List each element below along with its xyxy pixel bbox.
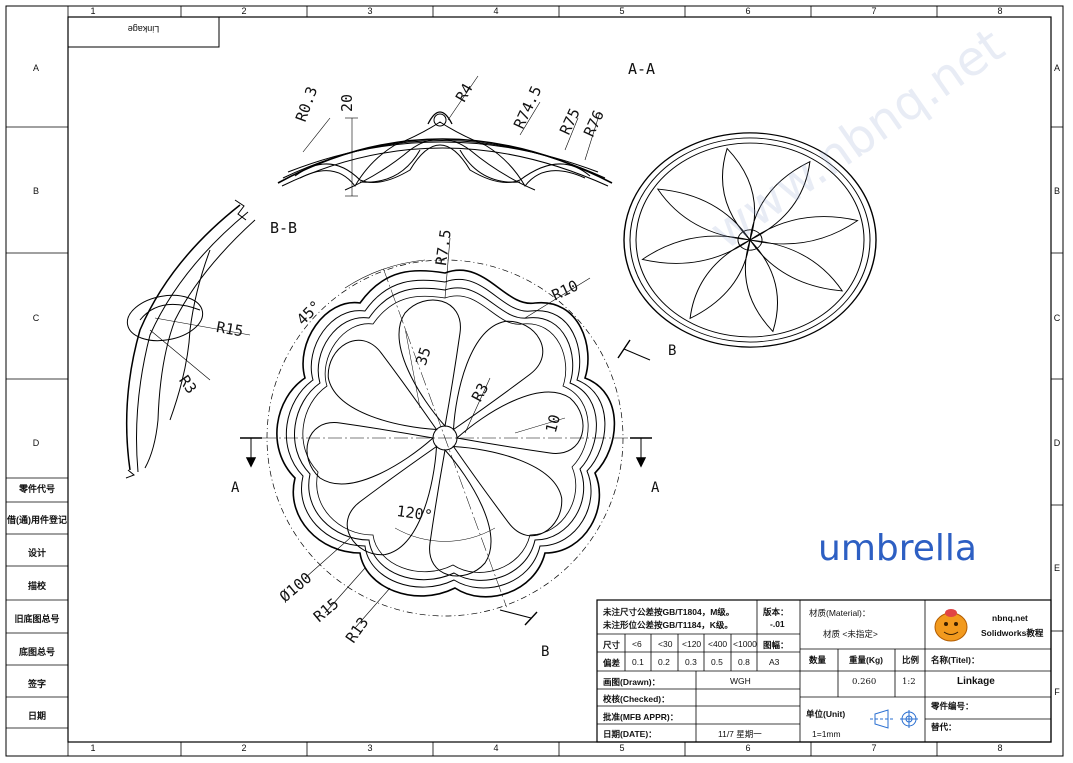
dev-0-3: 0.3 [685, 657, 697, 667]
cut-label-b-bottom: B [541, 644, 550, 660]
drawn-value: WGH [730, 676, 751, 686]
dev-0-1: 0.1 [632, 657, 644, 667]
part-label-box: Linkage [127, 24, 160, 34]
size-lt1000: <1000 [733, 639, 757, 649]
zone-row-a: A [32, 63, 39, 73]
zone-col-1-bottom: 1 [90, 743, 96, 753]
zone-row-c-right: C [1053, 313, 1061, 323]
quantity-label: 数量 [809, 655, 827, 665]
part-number-label: 零件编号： [931, 701, 974, 711]
side-borrowed-register: 借(通)用件登记 [7, 515, 67, 525]
zone-row-b-right: B [1053, 186, 1060, 196]
side-old-base-number: 旧底图总号 [14, 614, 60, 624]
section-lines [240, 339, 652, 626]
zone-row-a-right: A [1053, 63, 1060, 73]
title-block-grid [596, 599, 1052, 743]
material-label: 材质(Material)： [809, 608, 871, 618]
sheet-label: 图幅： [763, 640, 789, 650]
zone-row-d-right: D [1053, 438, 1061, 448]
tolerance-note-2: 未注形位公差按GB/T1184，K级。 [603, 620, 733, 630]
size-label: 尺寸 [603, 640, 621, 650]
inner-border [67, 16, 1052, 743]
size-lt6: <6 [632, 639, 642, 649]
scale-value: 1:2 [902, 677, 916, 687]
zone-row-e-right: E [1053, 563, 1060, 573]
outer-border [5, 5, 1064, 757]
side-base-number: 底图总号 [18, 647, 55, 657]
zone-row-d: D [32, 438, 40, 448]
zone-col-4: 4 [493, 6, 499, 16]
deviation-label: 偏差 [603, 658, 621, 668]
front-view [240, 237, 650, 629]
date-value: 11/7 星期一 [718, 729, 762, 739]
size-lt120: <120 [682, 639, 702, 649]
dev-0-2: 0.2 [658, 657, 670, 667]
zone-col-1: 1 [90, 6, 96, 16]
name-label: 名称(Titel)： [931, 655, 980, 665]
unit-label: 单位(Unit) [806, 709, 846, 719]
logo-site: nbnq.net [992, 613, 1028, 623]
approved-label: 批准(MFB APPR)： [603, 712, 679, 722]
zone-col-7-bottom: 7 [871, 743, 877, 753]
projection-symbol [870, 709, 918, 729]
section-bb-view [125, 199, 256, 479]
zone-row-b: B [32, 186, 39, 196]
side-trace-check: 描校 [27, 581, 46, 591]
version-label: 版本： [763, 607, 789, 617]
cut-label-b-top: B [668, 343, 677, 359]
zone-col-6-bottom: 6 [745, 743, 751, 753]
size-lt30: <30 [658, 639, 673, 649]
logo-tag: Solidworks教程 [981, 628, 1044, 638]
zone-row-f-right: F [1054, 687, 1060, 697]
replace-label: 替代： [931, 722, 957, 732]
dev-0-8: 0.8 [738, 657, 750, 667]
weight-value: 0.260 [852, 677, 877, 687]
dim-20: 20 [338, 93, 356, 112]
size-lt400: <400 [708, 639, 728, 649]
weight-label: 重量(Kg) [849, 655, 883, 665]
tolerance-note-1: 未注尺寸公差按GB/T1804，M级。 [603, 607, 735, 617]
zone-col-3: 3 [367, 6, 373, 16]
zone-col-7: 7 [871, 6, 877, 16]
side-part-code: 零件代号 [18, 484, 55, 494]
zone-col-4-bottom: 4 [493, 743, 499, 753]
zone-col-8: 8 [997, 6, 1003, 16]
material-value: 材质 <未指定> [823, 629, 878, 639]
drawn-label: 画图(Drawn)： [603, 677, 661, 687]
zone-col-5-bottom: 5 [619, 743, 625, 753]
isometric-view [623, 132, 877, 348]
side-design: 设计 [27, 548, 46, 558]
zone-col-3-bottom: 3 [367, 743, 373, 753]
unit-value: 1=1mm [812, 729, 841, 739]
name-value: Linkage [957, 676, 995, 687]
section-aa-view [277, 75, 613, 197]
version-value: -.01 [770, 619, 785, 629]
section-aa-title: A-A [628, 60, 656, 78]
scale-label: 比例 [902, 655, 920, 665]
zone-col-8-bottom: 8 [997, 743, 1003, 753]
side-date: 日期 [27, 711, 46, 721]
caption-umbrella: umbrella [818, 528, 977, 569]
logo-icon [934, 609, 968, 642]
zone-col-2: 2 [241, 6, 247, 16]
side-signature: 签字 [27, 679, 46, 689]
cut-label-a-right: A [651, 480, 660, 496]
checked-label: 校核(Checked)： [603, 694, 670, 704]
dev-0-5: 0.5 [711, 657, 723, 667]
label-box-frame [67, 16, 220, 48]
section-bb-title: B-B [270, 219, 298, 237]
sheet-value: A3 [769, 657, 780, 667]
zone-col-5: 5 [619, 6, 625, 16]
zone-row-c: C [32, 313, 40, 323]
zone-col-2-bottom: 2 [241, 743, 247, 753]
cut-label-a-left: A [231, 480, 240, 496]
zone-col-6: 6 [745, 6, 751, 16]
date-label: 日期(DATE)： [603, 729, 657, 739]
